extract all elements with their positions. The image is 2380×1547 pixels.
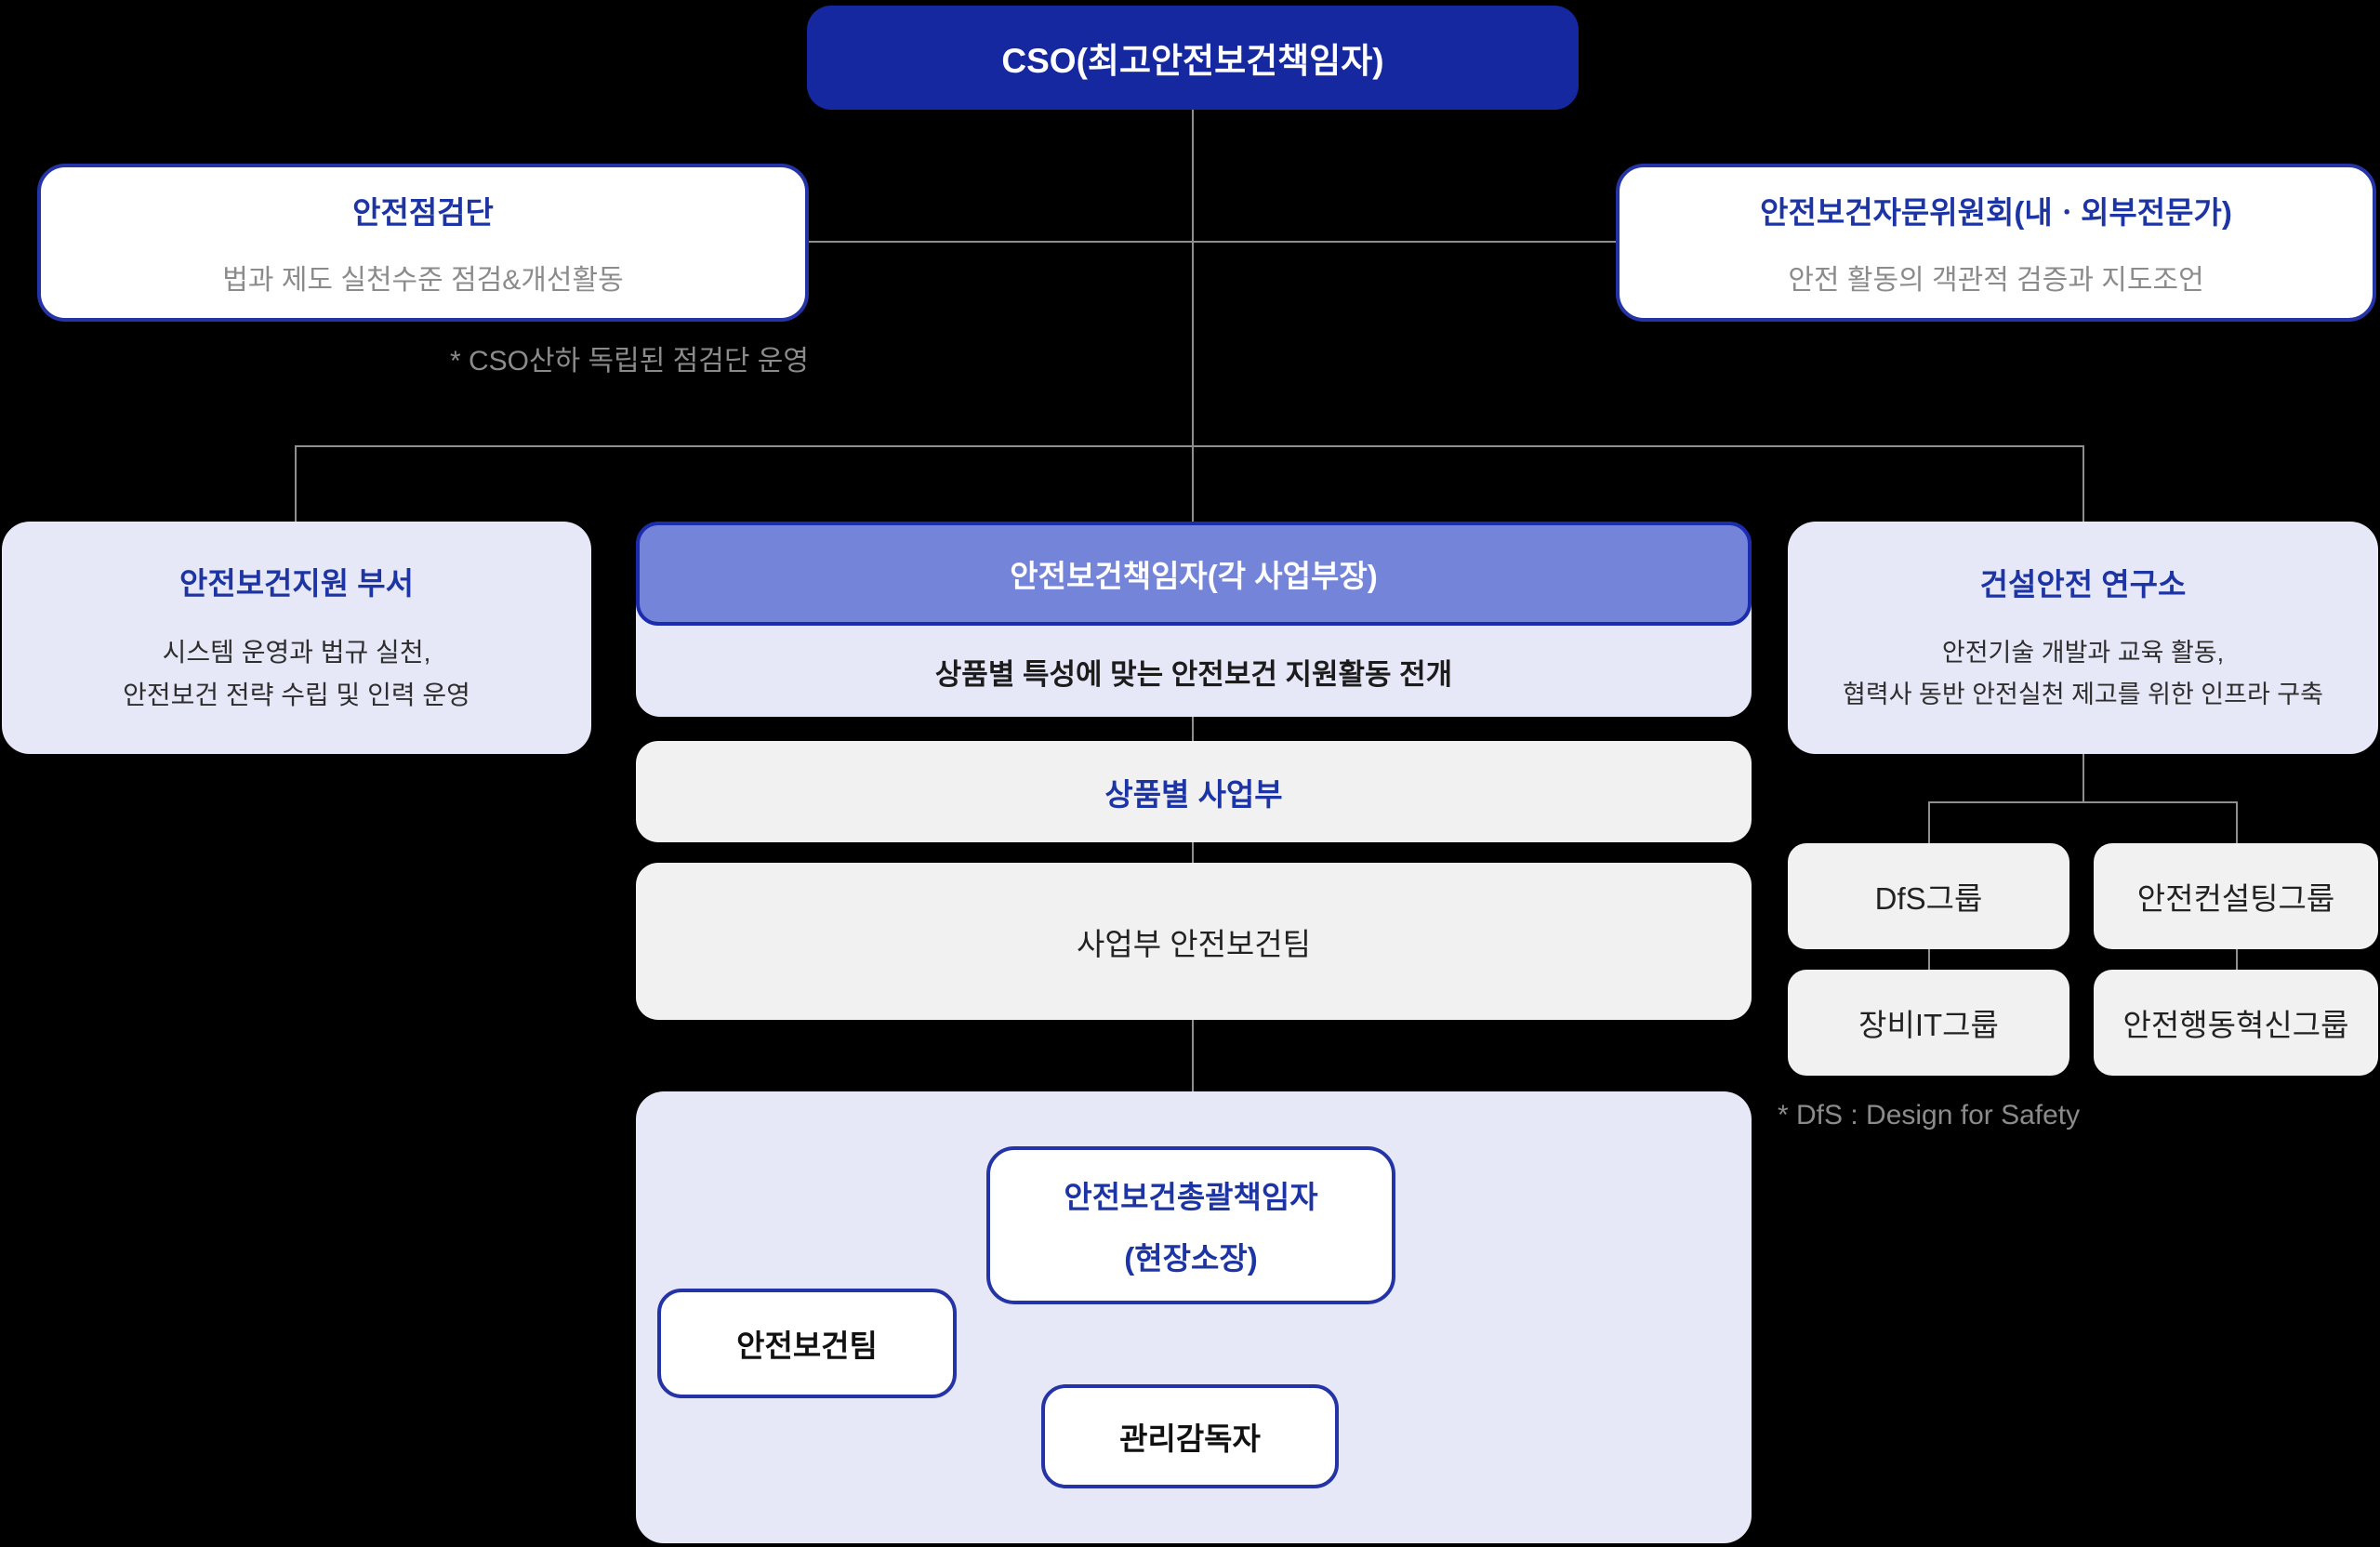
site-safety-team-box: 안전보건팀 [657, 1289, 957, 1398]
group-consulting-box: 안전컨설팅그룹 [2094, 843, 2378, 949]
research-center-box: 건설안전 연구소 안전기술 개발과 교육 활동, 협력사 동반 안전실천 제고를… [1788, 522, 2378, 754]
product-division-box: 상품별 사업부 [636, 741, 1752, 842]
connector-head-to-division [1192, 717, 1194, 741]
site-manager-line2: (현장소장) [1124, 1241, 1258, 1276]
connector-research-down [2082, 754, 2084, 801]
group-equipment-it-label: 장비IT그룹 [1858, 1008, 1999, 1042]
site-supervisor-box: 관리감독자 [1041, 1384, 1339, 1488]
group-behavior-label: 안전행동혁신그룹 [2122, 1008, 2349, 1042]
division-head-body: 상품별 특성에 맞는 안전보건 지원활동 전개 [934, 657, 1453, 691]
product-division-label: 상품별 사업부 [1104, 776, 1283, 812]
connector-drop-right [2082, 445, 2084, 522]
research-center-title: 건설안전 연구소 [1979, 567, 2187, 602]
division-head-header: 안전보건책임자(각 사업부장) [636, 522, 1752, 626]
group-behavior-box: 안전행동혁신그룹 [2094, 970, 2378, 1076]
connector-drop-left [295, 445, 297, 522]
support-dept-box: 안전보건지원 부서 시스템 운영과 법규 실천, 안전보건 전략 수립 및 인력… [2, 522, 591, 754]
connector-cso-vertical [1192, 110, 1194, 522]
connector-top-horizontal [809, 241, 1616, 243]
connector-division-to-team [1192, 842, 1194, 863]
division-safety-team-box: 사업부 안전보건팀 [636, 863, 1752, 1020]
site-manager-box: 안전보건총괄책임자 (현장소장) [986, 1146, 1395, 1304]
connector-dfs-to-equip [1928, 949, 1930, 970]
group-consulting-label: 안전컨설팅그룹 [2136, 881, 2335, 916]
group-equipment-it-box: 장비IT그룹 [1788, 970, 2069, 1076]
site-manager-line1: 안전보건총괄책임자 [1064, 1180, 1318, 1214]
cso-label: CSO(최고안전보건책임자) [1001, 42, 1384, 80]
dfs-note: * DfS : Design for Safety [1778, 1100, 2081, 1130]
connector-group-drop-right [2236, 801, 2238, 843]
division-safety-team-label: 사업부 안전보건팀 [1076, 926, 1312, 961]
support-dept-body: 시스템 운영과 법규 실천, 안전보건 전략 수립 및 인력 운영 [123, 637, 470, 709]
group-dfs-box: DfS그룹 [1788, 843, 2069, 949]
advisory-box: 안전보건자문위원회(내ㆍ외부전문가) 안전 활동의 객관적 검증과 지도조언 [1616, 164, 2376, 322]
site-safety-team-label: 안전보건팀 [736, 1329, 878, 1363]
division-head-block: 안전보건책임자(각 사업부장) 상품별 특성에 맞는 안전보건 지원활동 전개 [636, 522, 1752, 717]
inspection-note: * CSO산하 독립된 점검단 운영 [449, 346, 809, 377]
advisory-title: 안전보건자문위원회(내ㆍ외부전문가) [1760, 195, 2232, 230]
research-center-body: 안전기술 개발과 교육 활동, 협력사 동반 안전실천 제고를 위한 인프라 구… [1843, 639, 2323, 708]
connector-consult-to-behavior [2236, 949, 2238, 970]
connector-team-to-site [1192, 1020, 1194, 1146]
inspection-title: 안전점검단 [352, 195, 494, 230]
site-supervisor-label: 관리감독자 [1119, 1421, 1261, 1456]
inspection-subtitle: 법과 제도 실천수준 점검&개선활동 [222, 265, 624, 296]
cso-box: CSO(최고안전보건책임자) [807, 6, 1579, 110]
group-dfs-label: DfS그룹 [1874, 881, 1983, 916]
connector-groups-horizontal [1928, 801, 2237, 803]
inspection-box: 안전점검단 법과 제도 실천수준 점검&개선활동 [37, 164, 809, 322]
connector-group-drop-left [1928, 801, 1930, 843]
advisory-subtitle: 안전 활동의 객관적 검증과 지도조언 [1788, 265, 2204, 296]
support-dept-title: 안전보건지원 부서 [178, 565, 415, 601]
connector-distribution-horizontal [295, 445, 2083, 447]
division-head-title: 안전보건책임자(각 사업부장) [1010, 559, 1378, 593]
